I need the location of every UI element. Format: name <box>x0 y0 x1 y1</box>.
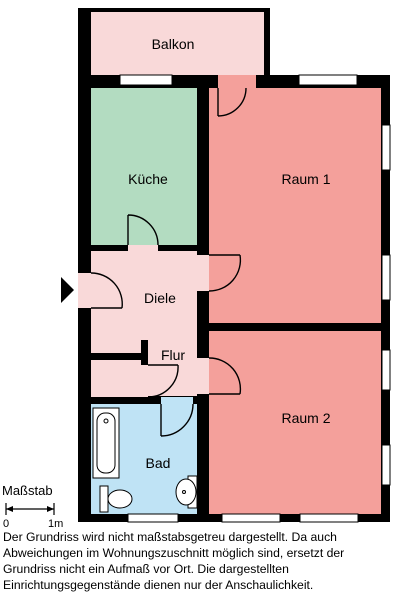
label-flur: Flur <box>161 347 185 363</box>
opening-raum-2-door <box>197 358 209 394</box>
door-bad-swing <box>160 403 194 437</box>
scale-start: 0 <box>3 518 9 530</box>
opening-entrance <box>78 273 91 308</box>
door-kitchen-swing <box>127 214 159 246</box>
door-raum-2-swing <box>208 357 242 395</box>
opening-kitchen-door <box>128 245 158 251</box>
scale-arrow-right-icon <box>47 506 54 512</box>
label-diele: Diele <box>144 290 176 306</box>
opening-raum-1-door <box>197 255 209 291</box>
window-raum-1-side <box>381 124 391 171</box>
bathtub-icon <box>92 407 120 479</box>
scale-end: 1m <box>48 518 63 530</box>
window-raum-2 <box>221 513 281 523</box>
window-bad <box>127 513 179 523</box>
window-raum-1-side-2 <box>381 254 391 301</box>
scale-arrow-left-icon <box>6 506 13 512</box>
door-entrance-swing <box>90 272 123 309</box>
room-diele <box>91 251 197 353</box>
room-balkon <box>91 12 264 75</box>
scale-title: Maßstab <box>2 483 53 498</box>
room-kueche <box>91 88 197 245</box>
window-kueche <box>119 74 173 86</box>
window-raum-2-side-2 <box>381 444 391 486</box>
wall-nische-top <box>91 353 141 360</box>
window-raum-1 <box>298 74 358 86</box>
label-bad: Bad <box>146 455 171 471</box>
label-balkon: Balkon <box>152 36 195 52</box>
label-kueche: Küche <box>128 171 168 187</box>
opening-balcony-door <box>218 75 256 88</box>
door-raum-1-swing <box>208 254 242 292</box>
wall-bad-top <box>91 397 197 404</box>
label-raum-2: Raum 2 <box>281 410 330 426</box>
windows <box>119 74 391 523</box>
entrance-arrow-icon <box>61 277 74 303</box>
sink-icon <box>175 475 198 509</box>
window-raum-2-b <box>299 513 359 523</box>
room-raum-1 <box>209 88 381 323</box>
room-flur <box>148 340 197 396</box>
label-raum-1: Raum 1 <box>281 171 330 187</box>
wall-raum-1-2 <box>209 323 381 331</box>
disclaimer-text: Der Grundriss wird nicht maßstabsgetreu … <box>3 530 345 592</box>
door-nische-swing <box>147 364 179 398</box>
door-balcony-swing <box>217 87 247 117</box>
room-raum-2 <box>209 331 381 514</box>
opening-nische <box>141 365 148 397</box>
room-nische <box>91 360 141 397</box>
floor-plan: Balkon Küche Raum 1 Diele Flur Raum 2 Ba… <box>2 8 391 530</box>
opening-bad-door <box>161 397 193 404</box>
scale-bar <box>5 503 55 515</box>
toilet-icon <box>99 485 133 513</box>
window-raum-2-side <box>381 349 391 391</box>
wall-vertical <box>197 88 209 514</box>
